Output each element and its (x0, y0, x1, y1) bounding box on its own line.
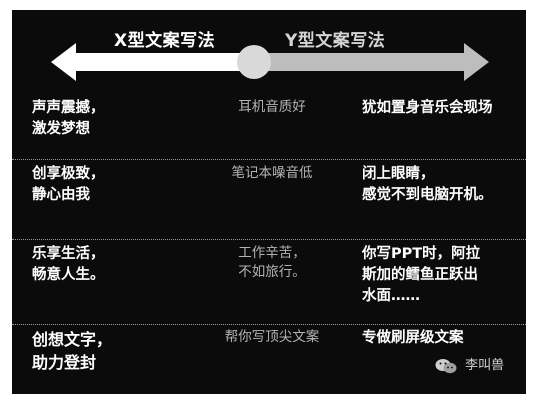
y-style-example: 闭上眼睛， 感觉不到电脑开机。 (362, 166, 493, 203)
row-divider (12, 324, 526, 325)
left-arrow-icon (51, 43, 258, 81)
author-watermark: 李叫兽 (435, 358, 504, 375)
x-style-heading: X型文案写法 (114, 31, 216, 51)
wechat-icon (435, 359, 457, 374)
product-feature: 帮你写顶尖文案 (224, 329, 320, 345)
right-arrow-icon (258, 43, 489, 81)
row-divider (12, 159, 526, 160)
product-feature: 耳机音质好 (238, 99, 306, 115)
product-feature: 笔记本噪音低 (231, 165, 313, 181)
x-y-axis (51, 43, 489, 81)
y-style-heading: Y型文案写法 (285, 31, 386, 51)
product-feature: 工作辛苦， 不如旅行。 (238, 245, 306, 280)
x-style-example: 创想文字， 助力登封 (32, 330, 113, 372)
slider-knob (237, 45, 271, 79)
comparison-slide: X型文案写法 Y型文案写法 声声震撼， 激发梦想 耳机音质好 犹如置身音乐会现场… (12, 10, 526, 394)
y-style-example: 专做刷屏级文案 (362, 330, 464, 346)
author-name: 李叫兽 (465, 358, 505, 373)
row-divider (12, 239, 526, 240)
x-style-example: 创享极致， 静心由我 (32, 166, 105, 203)
y-style-example: 你写PPT时，阿拉 斯加的鳕鱼正跃出 水面…… (362, 246, 481, 304)
x-style-example: 声声震撼， 激发梦想 (32, 100, 105, 137)
y-style-example: 犹如置身音乐会现场 (362, 100, 493, 116)
x-style-example: 乐享生活， 畅意人生。 (32, 246, 105, 283)
